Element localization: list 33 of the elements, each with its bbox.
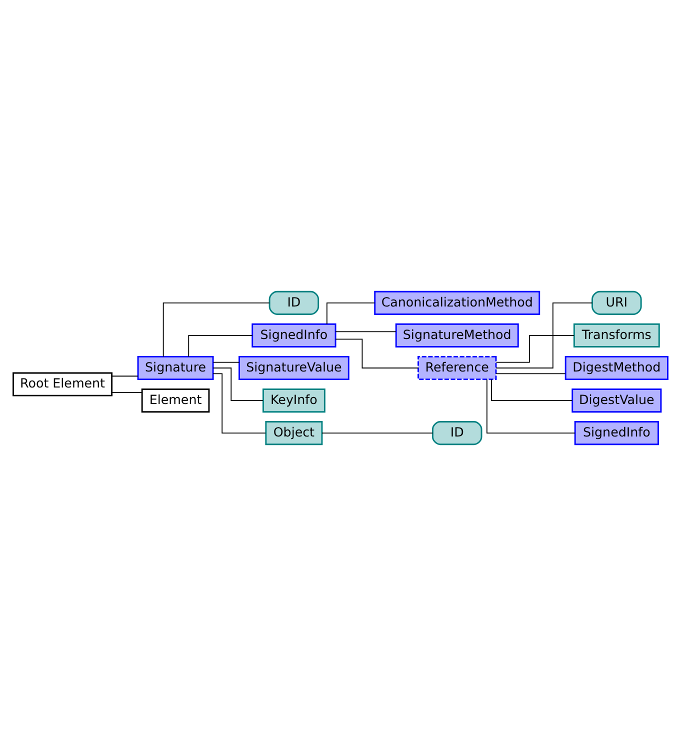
node-box: Element xyxy=(141,388,210,413)
node-box: URI xyxy=(592,290,642,315)
connector xyxy=(112,376,138,377)
connector xyxy=(496,335,575,363)
node-box: SignedInfo xyxy=(252,323,336,348)
node-box: Reference xyxy=(418,356,497,380)
connector xyxy=(491,378,573,401)
node-box: KeyInfo xyxy=(262,388,326,413)
connector xyxy=(212,368,264,401)
node-box: ID xyxy=(432,421,482,446)
node-box: Transforms xyxy=(573,323,660,348)
node-box: SignedInfo xyxy=(574,421,659,446)
node-box: SignatureValue xyxy=(238,356,350,380)
connector xyxy=(212,362,240,363)
connector xyxy=(322,432,434,434)
node-box: Signature xyxy=(137,356,214,380)
node-box: DigestValue xyxy=(572,388,662,413)
node-box: CanonicalizationMethod xyxy=(374,290,540,315)
node-box: DigestMethod xyxy=(564,356,668,380)
connector xyxy=(335,338,419,368)
connector xyxy=(496,373,566,374)
connector xyxy=(335,331,396,332)
node-box: Root Element xyxy=(12,372,113,396)
node-box: SignatureMethod xyxy=(395,323,519,348)
connector xyxy=(496,302,593,368)
connector xyxy=(112,392,142,393)
connector xyxy=(212,373,266,434)
node-box: Object xyxy=(265,421,323,446)
connector xyxy=(162,302,270,358)
connector xyxy=(486,378,576,434)
node-box: ID xyxy=(268,290,320,315)
connector xyxy=(188,335,253,358)
connector xyxy=(326,302,376,325)
